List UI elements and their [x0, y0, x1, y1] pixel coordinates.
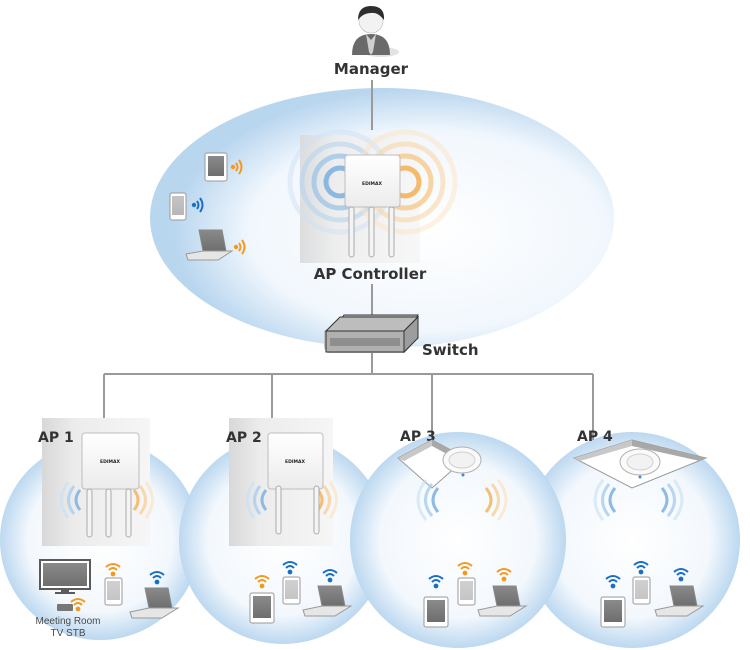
- svg-text:EDIMAX: EDIMAX: [285, 459, 305, 465]
- blue-wifi-icon: [282, 561, 298, 575]
- blue-wifi-icon: [633, 561, 649, 575]
- ap3-signal-waves: [416, 479, 508, 521]
- switch-label: Switch: [422, 341, 479, 359]
- laptop-icon: [302, 585, 353, 617]
- ap-controller-device-icon: EDIMAX: [344, 154, 401, 258]
- orange-signal-icon: [230, 159, 243, 175]
- ap-controller-label: AP Controller: [314, 265, 427, 283]
- laptop-icon: [654, 585, 705, 617]
- orange-wifi-icon: [496, 568, 512, 582]
- phone-icon: [104, 577, 123, 606]
- tablet-icon: [249, 592, 275, 624]
- ap1-group: AP 1 EDIMAX: [35, 418, 180, 639]
- blue-wifi-icon: [673, 568, 689, 582]
- manager-label: Manager: [334, 60, 409, 78]
- phone-icon: [632, 576, 651, 605]
- phone-icon: [282, 576, 301, 605]
- laptop-icon: [129, 587, 180, 619]
- ap1-device-icon: EDIMAX: [81, 432, 140, 538]
- orange-wifi-icon: [254, 575, 270, 589]
- ap2-label: AP 2: [226, 430, 262, 446]
- set-top-box-icon: [57, 604, 73, 611]
- switch-ap-links: [103, 353, 594, 440]
- orange-wifi-icon: [105, 563, 121, 577]
- ap3-group: AP 3: [397, 429, 528, 628]
- ap4-label: AP 4: [577, 429, 613, 445]
- phone-icon: [457, 577, 476, 606]
- ap2-group: AP 2 EDIMAX: [226, 418, 353, 624]
- blue-wifi-icon: [322, 569, 338, 583]
- orange-signal-icon: [233, 239, 246, 255]
- controller-client-laptop-icon: [185, 229, 234, 261]
- blue-wifi-icon: [605, 575, 621, 589]
- laptop-icon: [477, 585, 528, 617]
- ap3-label: AP 3: [400, 429, 436, 445]
- tablet-icon: [423, 596, 449, 628]
- manager-avatar-icon: [352, 6, 399, 57]
- blue-wifi-icon: [149, 571, 165, 585]
- orange-wifi-icon: [457, 562, 473, 576]
- ap2-device-icon: EDIMAX: [267, 432, 324, 535]
- ap1-signal-waves: [60, 481, 154, 519]
- ap4-signal-waves: [593, 479, 684, 521]
- tv-stb-label-line2: TV STB: [50, 628, 85, 639]
- blue-signal-icon: [191, 197, 204, 213]
- switch-device-icon: [324, 314, 420, 354]
- ap4-group: AP 4: [572, 429, 708, 628]
- tablet-icon: [600, 596, 626, 628]
- tv-stb-label-line1: Meeting Room: [35, 616, 100, 627]
- controller-client-tablet-icon: [204, 152, 228, 182]
- controller-client-phone-icon: [169, 192, 187, 221]
- blue-wifi-icon: [428, 575, 444, 589]
- svg-text:EDIMAX: EDIMAX: [100, 459, 120, 465]
- ap1-label: AP 1: [38, 430, 74, 446]
- ap4-device-icon: [619, 448, 661, 479]
- orange-wifi-icon: [70, 598, 86, 612]
- ap3-device-icon: [442, 446, 482, 477]
- svg-text:EDIMAX: EDIMAX: [362, 181, 382, 187]
- tv-icon: [39, 559, 91, 594]
